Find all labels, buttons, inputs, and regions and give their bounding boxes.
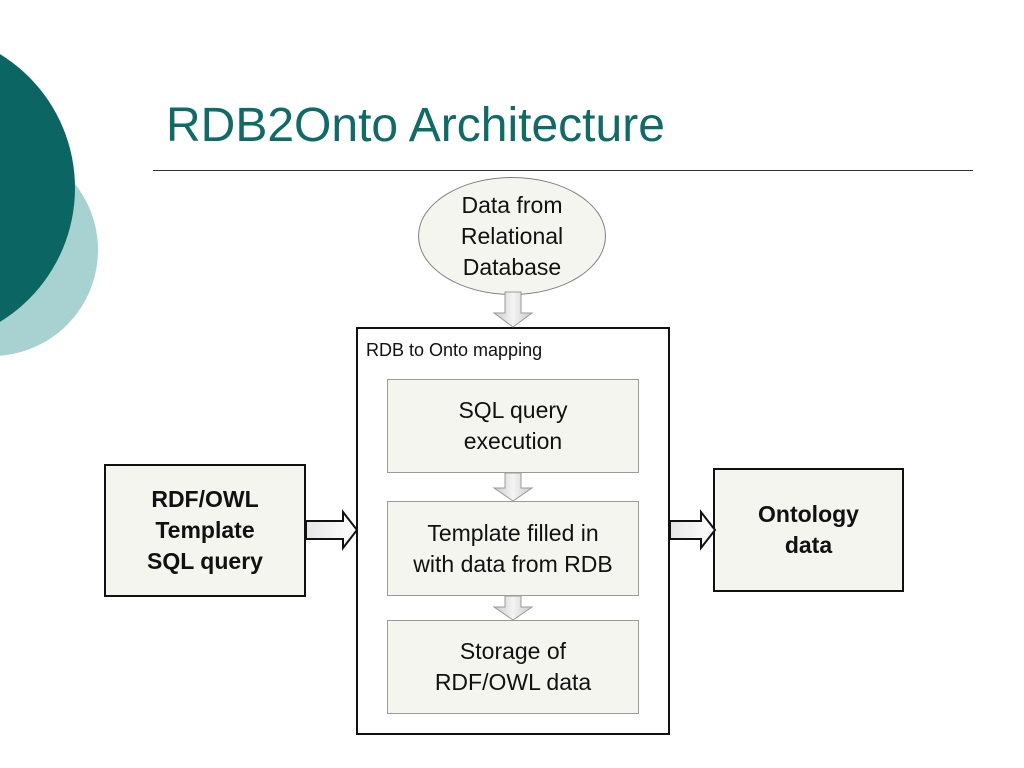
arrow-down-source: [492, 291, 534, 328]
slide-title: RDB2Onto Architecture: [166, 99, 665, 152]
arrow-right-output: [669, 509, 717, 551]
input-template-box: RDF/OWL Template SQL query: [104, 464, 306, 597]
mapping-box-label: RDB to Onto mapping: [366, 340, 543, 360]
arrow-down-step1: [492, 472, 534, 502]
title-divider: [153, 170, 973, 171]
step-storage-rdf-owl: Storage of RDF/OWL data: [387, 620, 639, 714]
arrow-right-input: [305, 509, 359, 551]
arrow-down-step2: [492, 595, 534, 621]
step-template-filled: Template filled in with data from RDB: [387, 501, 639, 596]
output-ontology-box: Ontology data: [713, 468, 904, 592]
source-database-ellipse: Data from Relational Database: [418, 177, 606, 295]
step-sql-query-execution: SQL query execution: [387, 379, 639, 473]
dark-circle: [0, 54, 75, 322]
